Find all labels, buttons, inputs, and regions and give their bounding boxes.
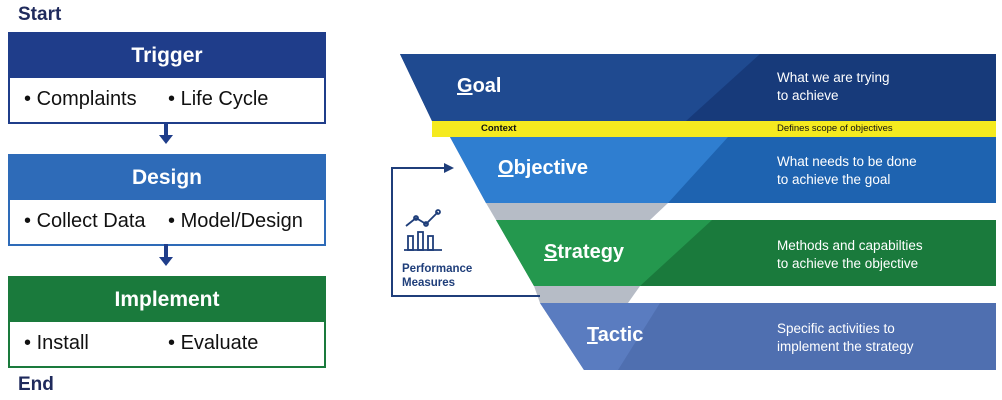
- flow-arrow-1: [164, 122, 168, 136]
- stage-implement-title: Implement: [10, 278, 324, 322]
- stage-implement: Implement • Install • Evaluate: [8, 276, 326, 368]
- context-label: Context: [481, 123, 517, 134]
- stage-design-items: • Collect Data • Model/Design: [10, 200, 324, 244]
- connector-2: [534, 286, 640, 303]
- stage-design-title: Design: [10, 156, 324, 200]
- tactic-band: [540, 303, 996, 370]
- goal-triangle: [400, 54, 760, 121]
- level-tactic-title: Tactic: [587, 324, 644, 346]
- performance-arrow: [391, 167, 540, 297]
- level-strategy-title: Strategy: [544, 241, 625, 263]
- connector-1: [486, 203, 668, 220]
- flow-arrow-2: [164, 244, 168, 258]
- stage-trigger-items: • Complaints • Life Cycle: [10, 78, 324, 122]
- stage-implement-items: • Install • Evaluate: [10, 322, 324, 366]
- performance-arrow-head: [444, 163, 454, 173]
- stage-trigger-title: Trigger: [10, 34, 324, 78]
- end-label: End: [18, 374, 54, 395]
- context-desc: Defines scope of objectives: [777, 123, 893, 134]
- item-complaints: • Complaints: [24, 88, 137, 110]
- start-label: Start: [18, 4, 62, 25]
- item-life-cycle: • Life Cycle: [168, 88, 269, 110]
- bar-chart-icon: [404, 209, 442, 251]
- item-model-design: • Model/Design: [168, 210, 303, 232]
- strategy-triangle: [496, 220, 712, 286]
- flow-arrow-1-head: [159, 135, 173, 144]
- level-goal-title: Goal: [457, 75, 502, 97]
- item-install: • Install: [24, 332, 89, 354]
- level-objective-title: Objective: [498, 157, 589, 179]
- flow-arrow-2-head: [159, 257, 173, 266]
- stage-design: Design • Collect Data • Model/Design: [8, 154, 326, 246]
- objective-triangle: [450, 137, 728, 203]
- item-collect-data: • Collect Data: [24, 210, 146, 232]
- context-band: [432, 121, 996, 137]
- item-evaluate: • Evaluate: [168, 332, 259, 354]
- stage-trigger: Trigger • Complaints • Life Cycle: [8, 32, 326, 124]
- tactic-triangle: [540, 303, 660, 370]
